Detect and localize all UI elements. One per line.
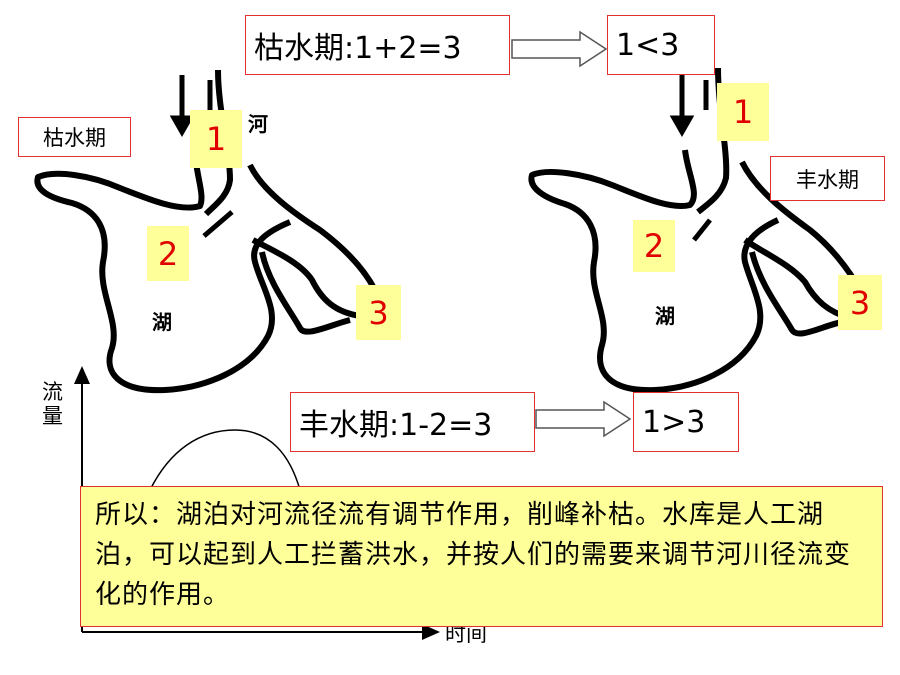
left-number-2: 2 xyxy=(147,226,189,281)
conclusion-box: 所以：湖泊对河流径流有调节作用，削峰补枯。水库是人工湖泊，可以起到人工拦蓄洪水，… xyxy=(80,486,883,627)
wet-block-arrow xyxy=(535,400,632,438)
left-number-3: 3 xyxy=(356,285,401,340)
wet-equation-box: 丰水期:1-2=3 xyxy=(290,392,535,452)
left-number-1: 1 xyxy=(190,110,242,168)
wet-season-label-box: 丰水期 xyxy=(770,156,885,201)
left-flow-arrows xyxy=(169,75,234,238)
dry-equation-box: 枯水期:1+2=3 xyxy=(245,15,510,75)
dry-equation: 枯水期:1+2=3 xyxy=(254,31,462,66)
right-number-2: 2 xyxy=(633,220,675,272)
left-river-char: 河 xyxy=(248,112,270,136)
wet-result-box: 1>3 xyxy=(633,392,739,452)
wet-season-label: 丰水期 xyxy=(796,167,859,192)
dry-result-box: 1<3 xyxy=(607,15,715,75)
left-lake-char: 湖 xyxy=(152,310,174,334)
flow-curve xyxy=(149,429,301,491)
right-flow-arrows xyxy=(669,75,712,242)
wet-result: 1>3 xyxy=(642,404,706,440)
y-axis-label: 流量 xyxy=(42,380,63,428)
left-lake-outline xyxy=(34,69,378,394)
conclusion-text: 所以：湖泊对河流径流有调节作用，削峰补枯。水库是人工湖泊，可以起到人工拦蓄洪水，… xyxy=(95,500,852,610)
right-number-1: 1 xyxy=(717,83,769,141)
right-lake-outline xyxy=(528,67,863,394)
dry-block-arrow xyxy=(511,30,608,68)
right-number-3: 3 xyxy=(838,275,882,330)
dry-season-label-box: 枯水期 xyxy=(18,117,131,157)
dry-result: 1<3 xyxy=(616,27,680,63)
right-lake-char: 湖 xyxy=(655,304,677,328)
wet-equation: 丰水期:1-2=3 xyxy=(299,408,493,443)
dry-season-label: 枯水期 xyxy=(43,126,106,150)
